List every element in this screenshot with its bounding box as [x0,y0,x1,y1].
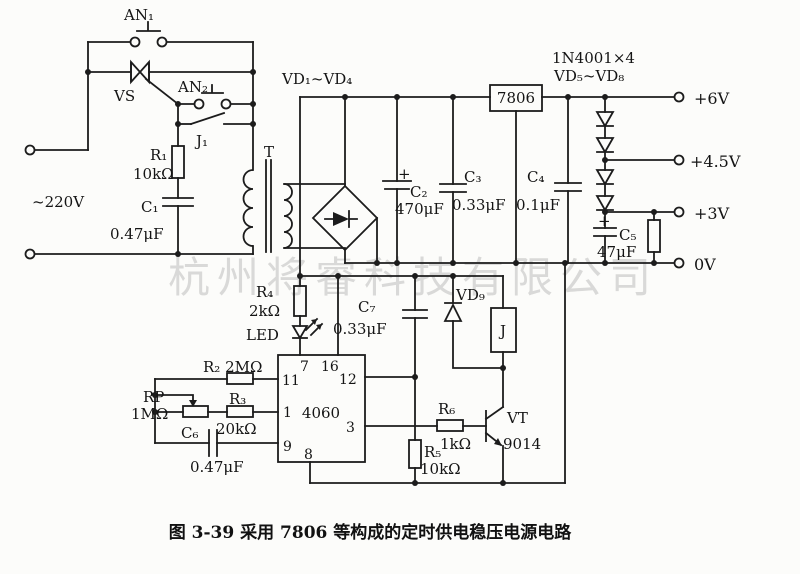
label-transformer: T [264,143,274,161]
switch-an2-contact-left [193,98,205,110]
terminal-6v [673,91,685,103]
label-c1: C₁ [141,198,159,216]
wires-dc-section [299,84,675,277]
label-vd9: VD₉ [455,286,485,304]
bridge-rectifier-icon [311,96,379,264]
label-r5: R₅ [424,443,441,461]
label-pin-1: 1 [283,405,292,421]
label-output-4v5: +4.5V [690,152,741,171]
label-output-6v: +6V [694,89,730,108]
label-pin-12: 12 [339,372,357,388]
label-c1-value: 0.47μF [110,225,164,243]
terminal-ac-top [24,144,36,156]
label-r2: R₂ 2MΩ [203,358,262,376]
label-c4: C₄ [527,168,545,186]
label-pin-11: 11 [282,373,300,389]
label-rp: RP [143,388,164,406]
label-r6-value: 1kΩ [440,435,471,453]
capacitor-c3 [439,183,467,193]
label-r6: R₆ [438,400,455,418]
label-c5-value: 47μF [597,243,636,261]
label-led: LED [246,326,279,344]
label-c4-value: 0.1μF [516,196,560,214]
label-r3: R₃ [229,390,246,408]
switch-an1-contact-right [156,36,168,48]
diode-vd9-icon [443,302,463,322]
labels: AN₁ VS AN₂ J₁ R₁ 10kΩ C₁ 0.47μF ~220V T … [32,6,741,478]
label-rp-value: 1MΩ [131,405,168,423]
label-r5-value: 10kΩ [420,460,461,478]
led-icon [291,325,309,340]
junction-dots [85,69,657,486]
label-pin-16: 16 [321,359,339,375]
switch-an2-contact-right [220,98,232,110]
label-c3: C₃ [464,168,482,186]
label-c7: C₇ [358,298,376,316]
label-c6: C₆ [181,424,199,442]
label-pin-9: 9 [283,439,292,455]
label-r3-value: 20kΩ [216,420,257,438]
terminal-3v [673,206,685,218]
terminal-ac-bottom [24,248,36,260]
capacitor-c4 [554,182,582,192]
label-pin-8: 8 [304,447,313,463]
label-c2-plus: + [398,165,411,183]
label-r1-value: 10kΩ [133,165,174,183]
label-vt: VT [506,409,528,427]
label-c5-plus: + [598,212,611,230]
label-vs: VS [113,87,135,105]
watermark-text: 杭州将睿科技有限公司 [168,253,659,302]
label-c5: C₅ [619,226,637,244]
label-r4-value: 2kΩ [249,302,280,320]
wires-ac-section [29,21,254,255]
label-an2: AN₂ [177,78,208,96]
label-pin-3: 3 [346,420,355,436]
ic-4060-box [277,354,366,463]
triac-triangle-left-icon [130,59,142,85]
figure-caption: 图 3-39 采用 7806 等构成的定时供电稳压电源电路 [168,523,572,543]
label-diodes-range: VD₅~VD₈ [553,67,624,85]
potentiometer-rp [182,405,209,418]
label-c3-value: 0.33μF [452,196,506,214]
label-diodes-type: 1N4001×4 [552,49,635,67]
transformer-icon [242,159,346,253]
terminals [24,36,685,269]
label-vt-type: 9014 [503,435,541,453]
label-output-0v: 0V [694,255,716,274]
terminal-0v [673,257,685,269]
label-pin-7: 7 [300,359,309,375]
capacitor-c7 [402,309,428,319]
label-mains-voltage: ~220V [32,193,85,211]
label-j1: J₁ [194,132,208,150]
label-r1: R₁ [150,146,167,164]
resistor-bleeder [647,219,661,253]
resistor-r6 [436,419,464,432]
label-bridge-diodes: VD₁~VD₄ [281,70,352,88]
label-c6-value: 0.47μF [190,458,244,476]
label-relay-j: J [498,322,506,340]
wires-timer-section [154,262,566,484]
label-an1: AN₁ [123,6,154,24]
label-output-3v: +3V [694,204,730,223]
terminal-4v5 [673,154,685,166]
resistor-r4 [293,285,307,317]
label-c2: C₂ [410,183,428,201]
triac-triangle-right-icon [138,59,150,85]
capacitor-c1 [162,197,194,207]
resistor-r1 [171,145,185,179]
label-c2-value: 470μF [395,200,444,218]
label-r4: R₄ [256,283,273,301]
label-4060: 4060 [302,404,340,422]
switch-an1-contact-left [129,36,141,48]
label-7806: 7806 [497,89,535,107]
label-c7-value: 0.33μF [333,320,387,338]
